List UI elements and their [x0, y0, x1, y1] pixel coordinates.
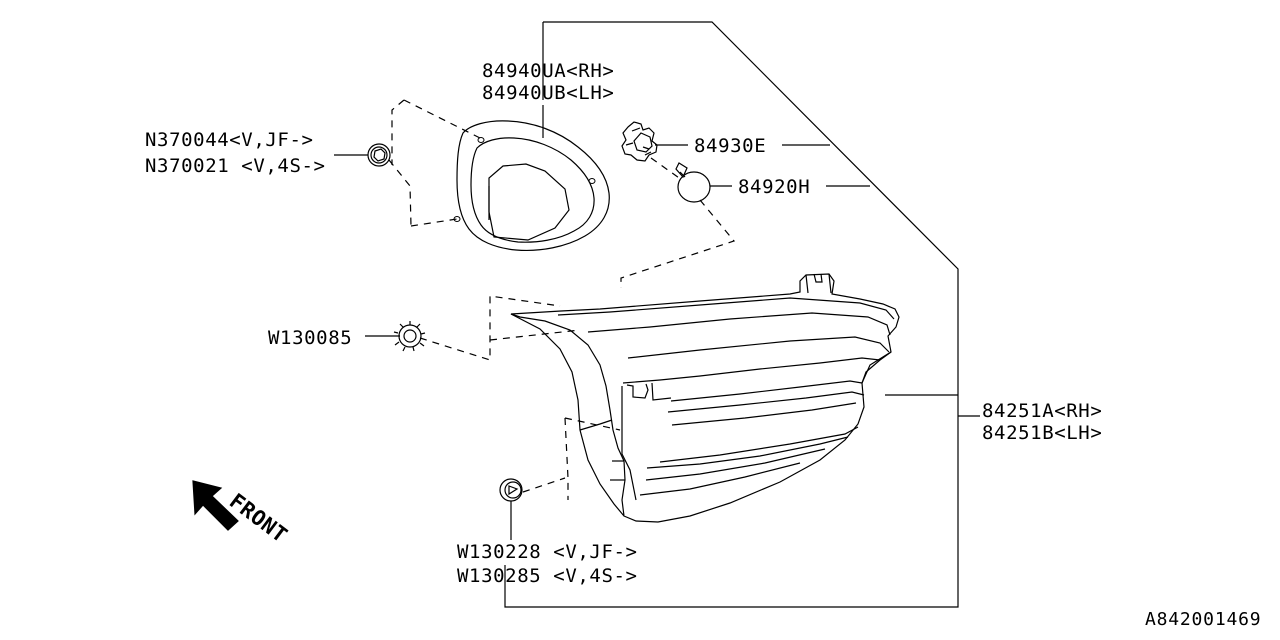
diagram-id-code: A842001469	[1145, 609, 1261, 630]
label-socket: 84930E	[694, 135, 766, 157]
label-bulb: 84920H	[738, 176, 810, 198]
nut-icon	[367, 143, 391, 167]
leader-lamp-assembly	[885, 394, 980, 417]
bulb-icon	[675, 162, 711, 203]
label-nut-jf: N370044<V,JF->	[145, 129, 314, 151]
gasket-outline-icon	[453, 120, 610, 252]
label-clip-lower-4s: W130285 <V,4S->	[457, 565, 638, 587]
diagram-frame-border	[504, 21, 959, 608]
leader-socket-bulb-fit	[620, 157, 736, 288]
leader-clip-lower	[510, 417, 621, 540]
label-lamp-rh: 84251A<RH>	[982, 400, 1102, 422]
label-lamp-lh: 84251B<LH>	[982, 422, 1102, 444]
arrow-up-left-icon	[192, 480, 239, 531]
label-nut-4s: N370021 <V,4S->	[145, 155, 326, 177]
label-gasket-lh: 84940UB<LH>	[482, 82, 614, 104]
socket-icon	[621, 121, 658, 162]
leader-nut	[334, 99, 481, 227]
label-clip-upper: W130085	[268, 327, 352, 349]
grommet-icon	[499, 478, 523, 502]
leader-clip-upper	[365, 295, 581, 361]
tail-lamp-outline-icon	[510, 273, 900, 523]
label-clip-lower-jf: W130228 <V,JF->	[457, 541, 638, 563]
label-gasket-rh: 84940UA<RH>	[482, 60, 614, 82]
